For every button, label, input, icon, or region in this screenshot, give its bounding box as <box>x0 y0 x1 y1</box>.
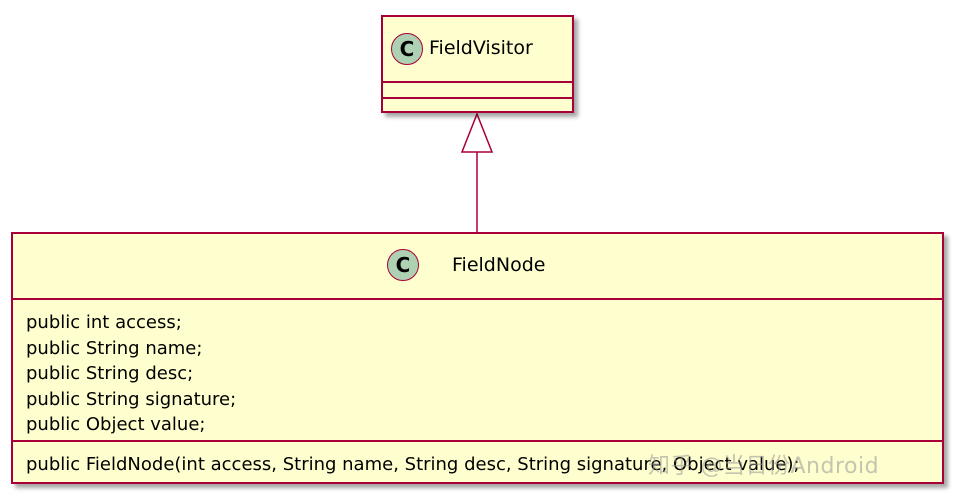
class-name: FieldVisitor <box>429 37 533 59</box>
field-access: public int access; <box>26 312 182 333</box>
inheritance-arrowhead <box>460 111 494 153</box>
class-fieldnode: C FieldNode public int access; public St… <box>11 232 944 484</box>
fields-compartment <box>383 81 572 97</box>
class-header: C FieldNode <box>13 234 942 298</box>
methods-compartment: public FieldNode(int access, String name… <box>13 440 942 482</box>
watermark: 知乎 @当日份Android <box>648 454 880 479</box>
fields-compartment: public int access; public String name; p… <box>13 298 942 440</box>
class-c-icon: C <box>387 249 419 281</box>
field-desc: public String desc; <box>26 363 194 384</box>
field-value: public Object value; <box>26 414 206 435</box>
class-name: FieldNode <box>452 254 546 276</box>
class-header: C FieldVisitor <box>383 17 572 81</box>
class-c-icon: C <box>391 33 423 65</box>
class-fieldvisitor: C FieldVisitor <box>381 15 574 113</box>
methods-compartment <box>383 97 572 111</box>
field-signature: public String signature; <box>26 388 237 410</box>
field-name: public String name; <box>26 337 203 359</box>
method-constructor: public FieldNode(int access, String name… <box>26 454 800 475</box>
